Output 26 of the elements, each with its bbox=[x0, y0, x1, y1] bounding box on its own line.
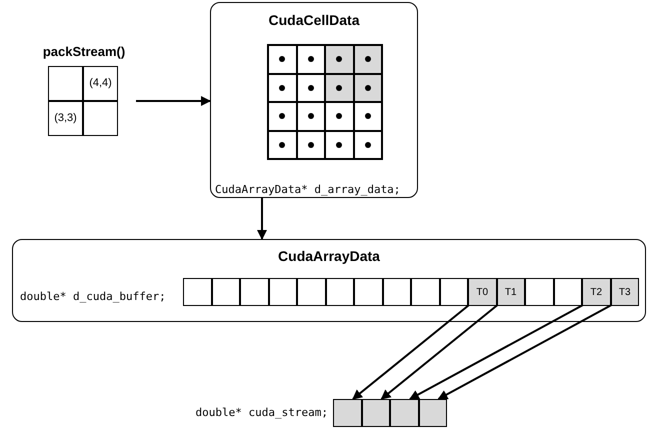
class-panel bbox=[210, 2, 418, 198]
labeled-cell bbox=[496, 278, 525, 306]
cell-label: (4,4) bbox=[89, 76, 112, 92]
arrow bbox=[380, 304, 498, 400]
arrow bbox=[409, 304, 584, 400]
grid-heading: packStream() bbox=[42, 43, 126, 61]
arrow bbox=[438, 304, 612, 400]
labeled-cell bbox=[610, 278, 639, 306]
class-panel bbox=[12, 239, 646, 322]
code-text: double* d_cuda_buffer; bbox=[20, 290, 166, 303]
labeled-cell bbox=[582, 278, 610, 306]
panel-title: CudaArrayData bbox=[278, 247, 380, 266]
labeled-cell bbox=[48, 101, 83, 136]
labeled-cell bbox=[83, 66, 118, 101]
arrow bbox=[352, 304, 470, 400]
cell-label: T3 bbox=[618, 286, 631, 300]
code-text: double* cuda_stream; bbox=[196, 405, 328, 421]
labeled-cell bbox=[468, 278, 496, 306]
panel-title: CudaCellData bbox=[268, 11, 360, 30]
arrow bbox=[136, 96, 211, 106]
cell-label: T1 bbox=[504, 286, 517, 300]
arrow bbox=[257, 198, 267, 240]
cell-label: T0 bbox=[476, 286, 488, 300]
cell-label: T2 bbox=[590, 286, 602, 300]
cell-label: (3,3) bbox=[54, 111, 77, 126]
code-text: CudaArrayData* d_array_data; bbox=[215, 183, 400, 196]
